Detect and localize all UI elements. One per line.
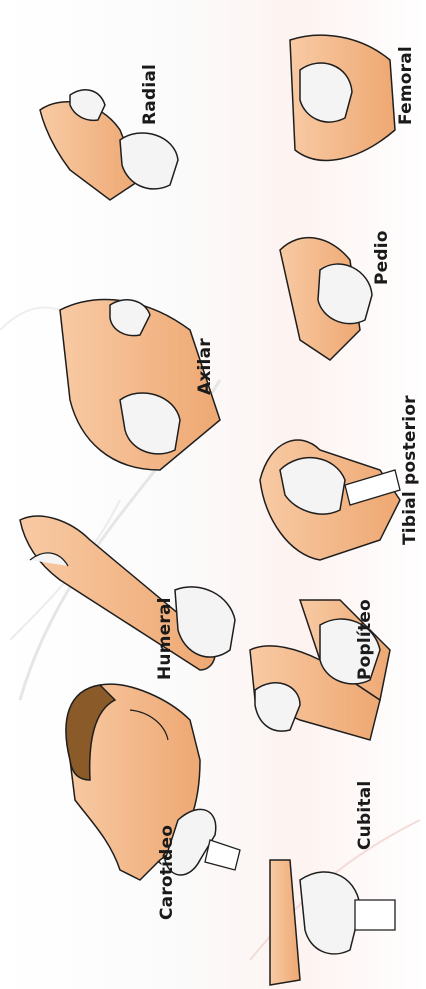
carotideo-illustration [66,684,240,880]
label-axilar: Axilar [195,338,215,395]
label-tibial-posterior: Tibial posterior [400,395,420,545]
label-radial: Radial [140,64,160,125]
label-popliteo: Poplíteo [355,599,375,680]
label-humeral: Humeral [155,597,175,680]
label-femoral: Femoral [396,46,416,125]
label-cubital: Cubital [355,781,375,850]
femoral-illustration [290,35,395,160]
label-carotideo: Carotídeo [157,825,177,920]
label-pedio: Pedio [372,230,392,285]
pedio-illustration [280,238,372,360]
humeral-illustration [20,516,235,670]
tibial-posterior-illustration [260,440,400,560]
cubital-illustration [270,860,395,985]
